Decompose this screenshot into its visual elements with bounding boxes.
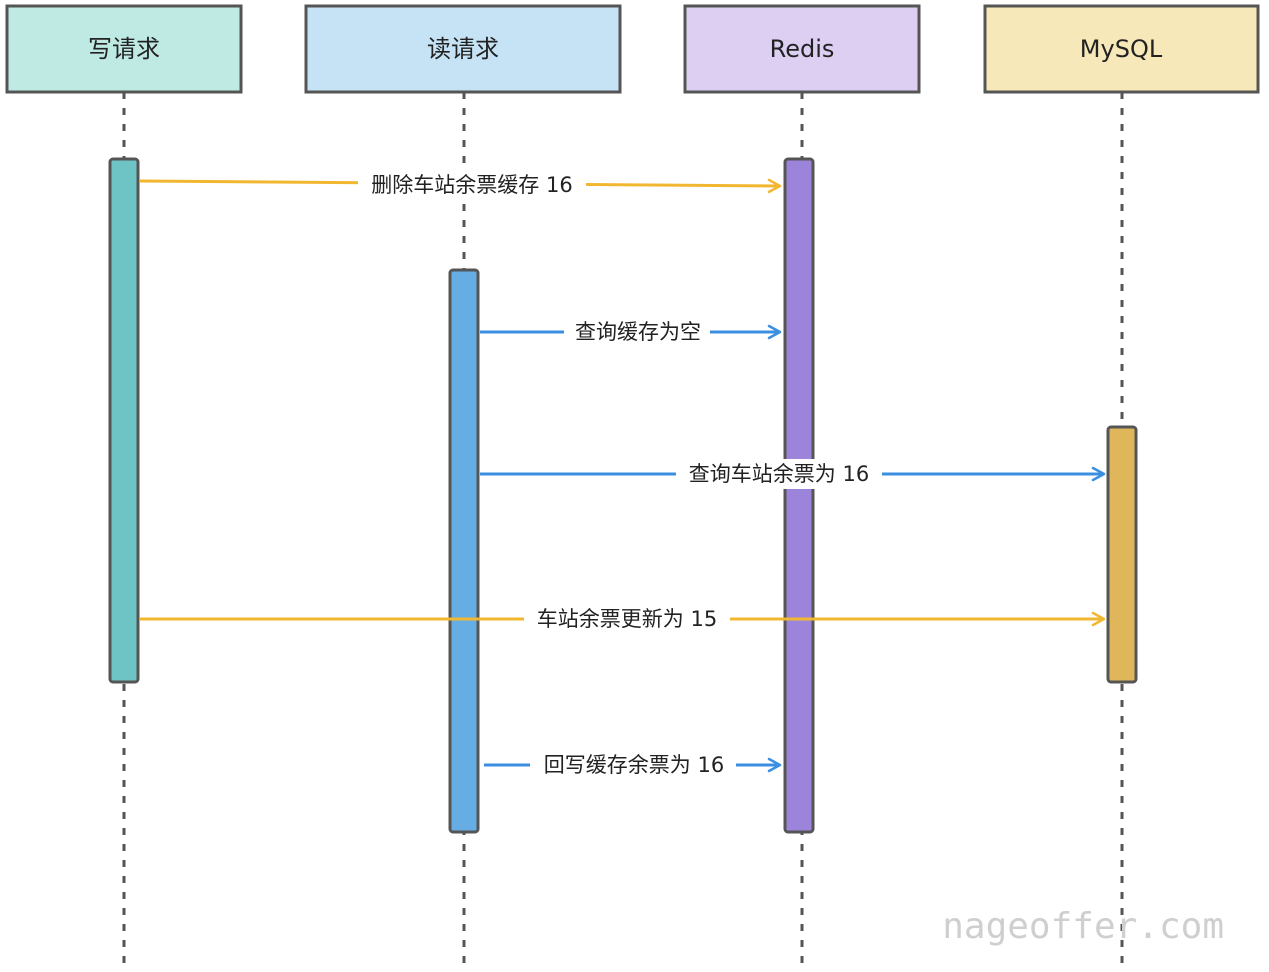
participant-mysql: MySQL — [983, 4, 1260, 94]
participant-label: MySQL — [1080, 35, 1163, 63]
participant-label: 写请求 — [88, 35, 160, 63]
message-label: 删除车站余票缓存 16 — [371, 173, 572, 197]
message-label-bg — [524, 604, 730, 634]
message-delete-cache: 删除车站余票缓存 16 — [139, 169, 782, 199]
activation-redis — [783, 157, 815, 834]
message-query-db: 查询车站余票为 16 — [480, 459, 1106, 489]
message-query-cache-empty: 查询缓存为空 — [480, 317, 782, 347]
message-label: 车站余票更新为 15 — [537, 607, 717, 631]
participant-read-request: 读请求 — [304, 4, 622, 94]
lifelines — [122, 92, 1124, 968]
participant-redis: Redis — [683, 4, 921, 94]
message-label: 查询缓存为空 — [575, 320, 701, 344]
participant-write-request: 写请求 — [5, 4, 243, 94]
participant-label: 读请求 — [427, 35, 499, 63]
participant-box — [683, 4, 921, 94]
message-label-bg — [358, 169, 586, 199]
message-label-bg — [564, 317, 710, 347]
activation-read-request — [448, 268, 480, 834]
message-label: 查询车站余票为 16 — [689, 462, 869, 486]
message-label-bg — [676, 459, 882, 489]
message-label: 回写缓存余票为 16 — [544, 753, 724, 777]
activation-bars — [108, 157, 1138, 834]
message-update-db: 车站余票更新为 15 — [140, 604, 1106, 634]
activation-write-request — [108, 157, 140, 684]
participant-box — [304, 4, 622, 94]
message-label-bg — [530, 750, 736, 780]
message-write-back-cache: 回写缓存余票为 16 — [484, 750, 782, 780]
activation-mysql — [1106, 425, 1138, 684]
participant-label: Redis — [770, 35, 835, 63]
watermark: nageoffer.com — [942, 906, 1224, 947]
participant-box — [5, 4, 243, 94]
participant-box — [983, 4, 1260, 94]
